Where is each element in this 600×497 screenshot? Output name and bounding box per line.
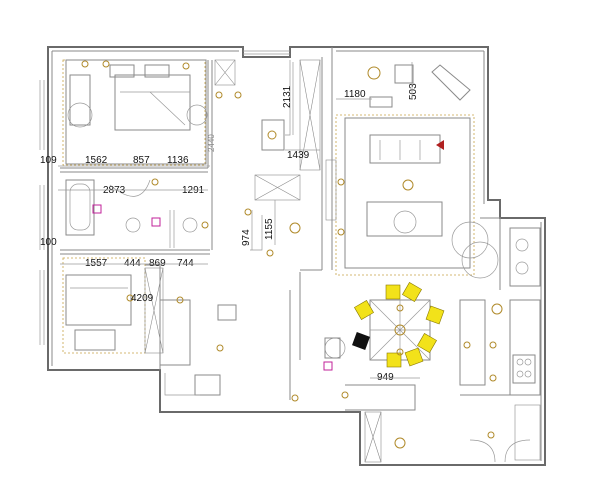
- dim-857: 857: [133, 155, 150, 166]
- dim-503: 503: [408, 83, 419, 100]
- spotlight-icon: [402, 179, 414, 191]
- dim-2440: 2440: [207, 134, 216, 152]
- spotlight-icon: [394, 324, 406, 336]
- dim-100: 100: [40, 237, 57, 248]
- downlight-icon: [487, 431, 495, 439]
- bathtub: [65, 179, 95, 236]
- pillow: [144, 64, 170, 78]
- dining-area: [323, 282, 445, 371]
- interior-walls: [60, 47, 540, 411]
- dim-869: 869: [149, 258, 166, 269]
- dim-4209: 4209: [131, 293, 154, 304]
- dim-1562: 1562: [85, 155, 108, 166]
- outlet-icon: [92, 204, 102, 214]
- downlight-icon: [102, 60, 110, 68]
- downlight-icon: [489, 374, 497, 382]
- dim-444: 444: [124, 258, 141, 269]
- downlight-icon: [216, 344, 224, 352]
- dim-744: 744: [177, 258, 194, 269]
- dim-1291: 1291: [182, 185, 205, 196]
- pillow: [109, 64, 135, 78]
- second-bedroom: [62, 257, 184, 354]
- downlight-icon: [266, 249, 274, 257]
- downlight-icon: [176, 296, 184, 304]
- dimension-lines: [58, 62, 420, 379]
- downlight-icon: [234, 91, 242, 99]
- downlight-icon: [463, 341, 471, 349]
- outlet-icon: [323, 361, 333, 371]
- downlight-icon: [396, 304, 404, 312]
- downlight-icon: [341, 391, 349, 399]
- spotlight-icon: [491, 303, 503, 315]
- downlight-icon: [81, 60, 89, 68]
- spotlight-icon: [394, 437, 406, 449]
- kitchen: [451, 221, 541, 396]
- bathroom: [65, 178, 209, 248]
- study: [214, 59, 321, 257]
- downlight-icon: [151, 178, 159, 186]
- spotlight-icon: [267, 130, 277, 140]
- sofa: [369, 134, 441, 164]
- dim-1557: 1557: [85, 258, 108, 269]
- bed: [65, 274, 132, 326]
- rug-accent: [436, 140, 444, 150]
- exterior-walls: [39, 46, 546, 466]
- dim-974: 974: [241, 229, 252, 246]
- dim-109: 109: [40, 155, 57, 166]
- chair-icon: [354, 282, 445, 368]
- dim-1439: 1439: [287, 150, 310, 161]
- dim-1155: 1155: [264, 218, 275, 240]
- black-chair: [352, 332, 370, 350]
- downlight-icon: [489, 341, 497, 349]
- dim-2873: 2873: [103, 185, 126, 196]
- outlet-icon: [151, 217, 161, 227]
- living-room: [325, 114, 475, 276]
- downlight-icon: [126, 294, 134, 302]
- downlight-icon: [244, 208, 252, 216]
- downlight-icon: [201, 221, 209, 229]
- coffee-table: [393, 210, 417, 234]
- downlight-icon: [337, 178, 345, 186]
- entry: [367, 64, 471, 108]
- dim-2131: 2131: [282, 85, 293, 108]
- spotlight-icon: [289, 222, 301, 234]
- dim-1180: 1180: [344, 89, 366, 100]
- dim-949: 949: [377, 372, 394, 383]
- downlight-icon: [182, 62, 190, 70]
- downlight-icon: [337, 228, 345, 236]
- bed: [114, 74, 191, 131]
- spotlight-icon: [367, 66, 381, 80]
- master-bedroom: [62, 59, 208, 166]
- dimension-labels: 2131 1180 503 109 1562 857 1136 2440 143…: [40, 83, 419, 383]
- bottom-rooms: [164, 304, 541, 463]
- downlight-icon: [291, 394, 299, 402]
- armchair-set: [366, 201, 443, 237]
- dim-1136: 1136: [167, 155, 189, 166]
- downlight-icon: [215, 91, 223, 99]
- downlight-icon: [396, 348, 404, 356]
